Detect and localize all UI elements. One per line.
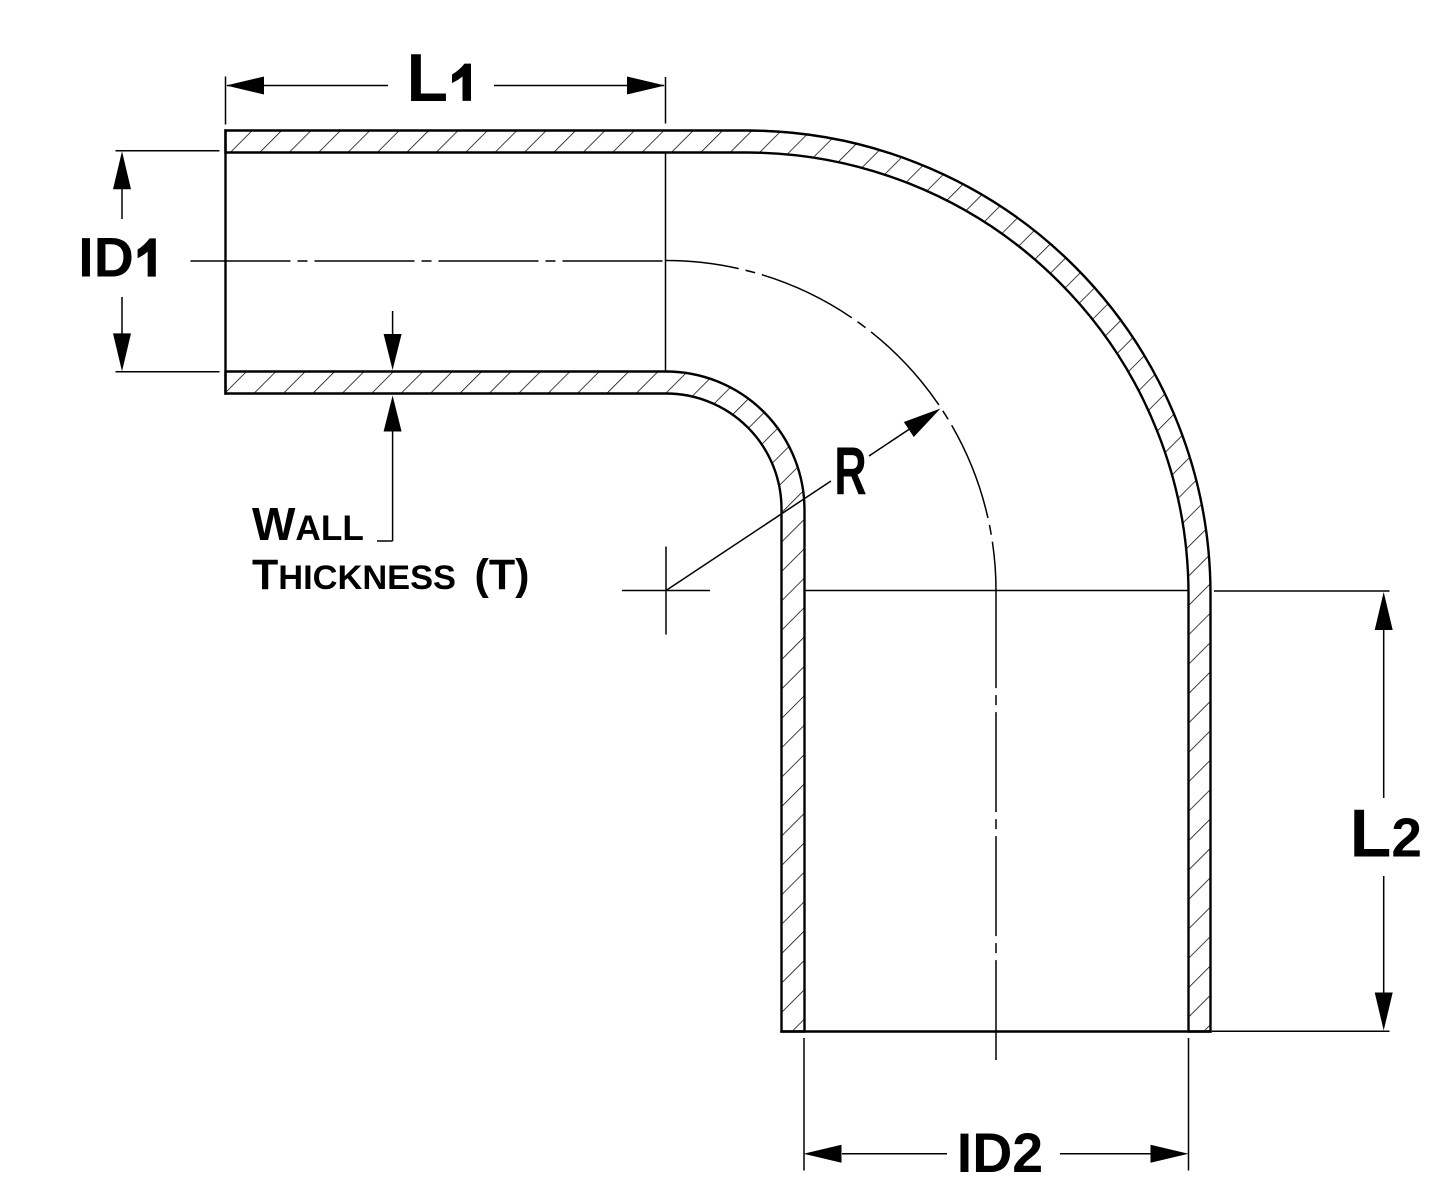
svg-text:ID2: ID2 xyxy=(957,1122,1043,1184)
svg-text:ID: ID xyxy=(78,227,134,289)
svg-text:(T): (T) xyxy=(475,551,530,599)
svg-text:L: L xyxy=(407,40,449,116)
svg-text:L2: L2 xyxy=(1350,796,1422,872)
svg-text:WALL: WALL xyxy=(252,498,364,550)
svg-text:THICKNESS: THICKNESS xyxy=(252,551,456,599)
svg-text:R: R xyxy=(834,433,867,509)
